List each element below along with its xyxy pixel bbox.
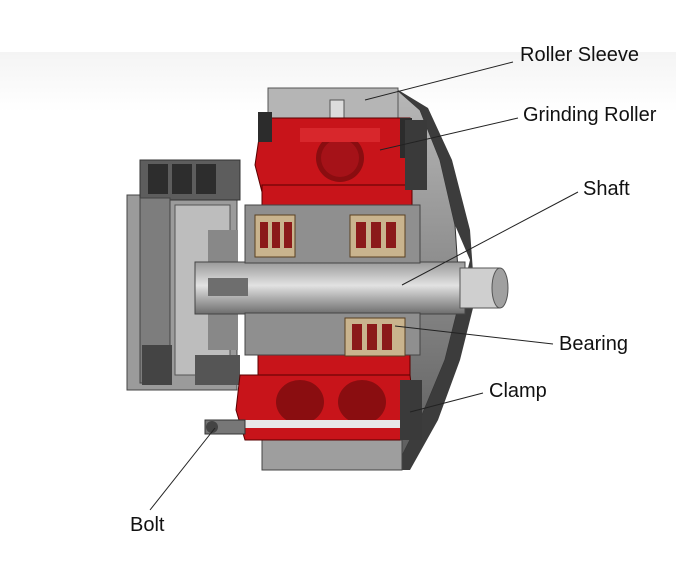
label-roller-sleeve: Roller Sleeve — [520, 44, 639, 66]
label-shaft: Shaft — [583, 178, 630, 200]
leader-bearing — [394, 325, 554, 345]
leader-roller-sleeve — [364, 61, 514, 101]
bolt — [204, 419, 246, 435]
leader-bolt — [149, 427, 216, 511]
grinding-roller-upper — [254, 112, 416, 208]
leader-clamp — [409, 392, 484, 413]
label-clamp: Clamp — [489, 380, 547, 402]
leader-lines — [149, 61, 579, 511]
label-bolt: Bolt — [130, 514, 165, 536]
clamp — [400, 120, 427, 440]
leader-grinding-roller — [379, 117, 519, 151]
label-bearing: Bearing — [559, 333, 628, 355]
label-grinding-roller: Grinding Roller — [523, 104, 657, 126]
shaft — [194, 261, 509, 315]
grinding-roller-lower — [235, 352, 416, 441]
leader-shaft — [401, 191, 579, 286]
bearing-upper-left — [254, 214, 296, 258]
bearing-upper-right — [349, 214, 406, 258]
bearing-lower — [344, 317, 406, 357]
